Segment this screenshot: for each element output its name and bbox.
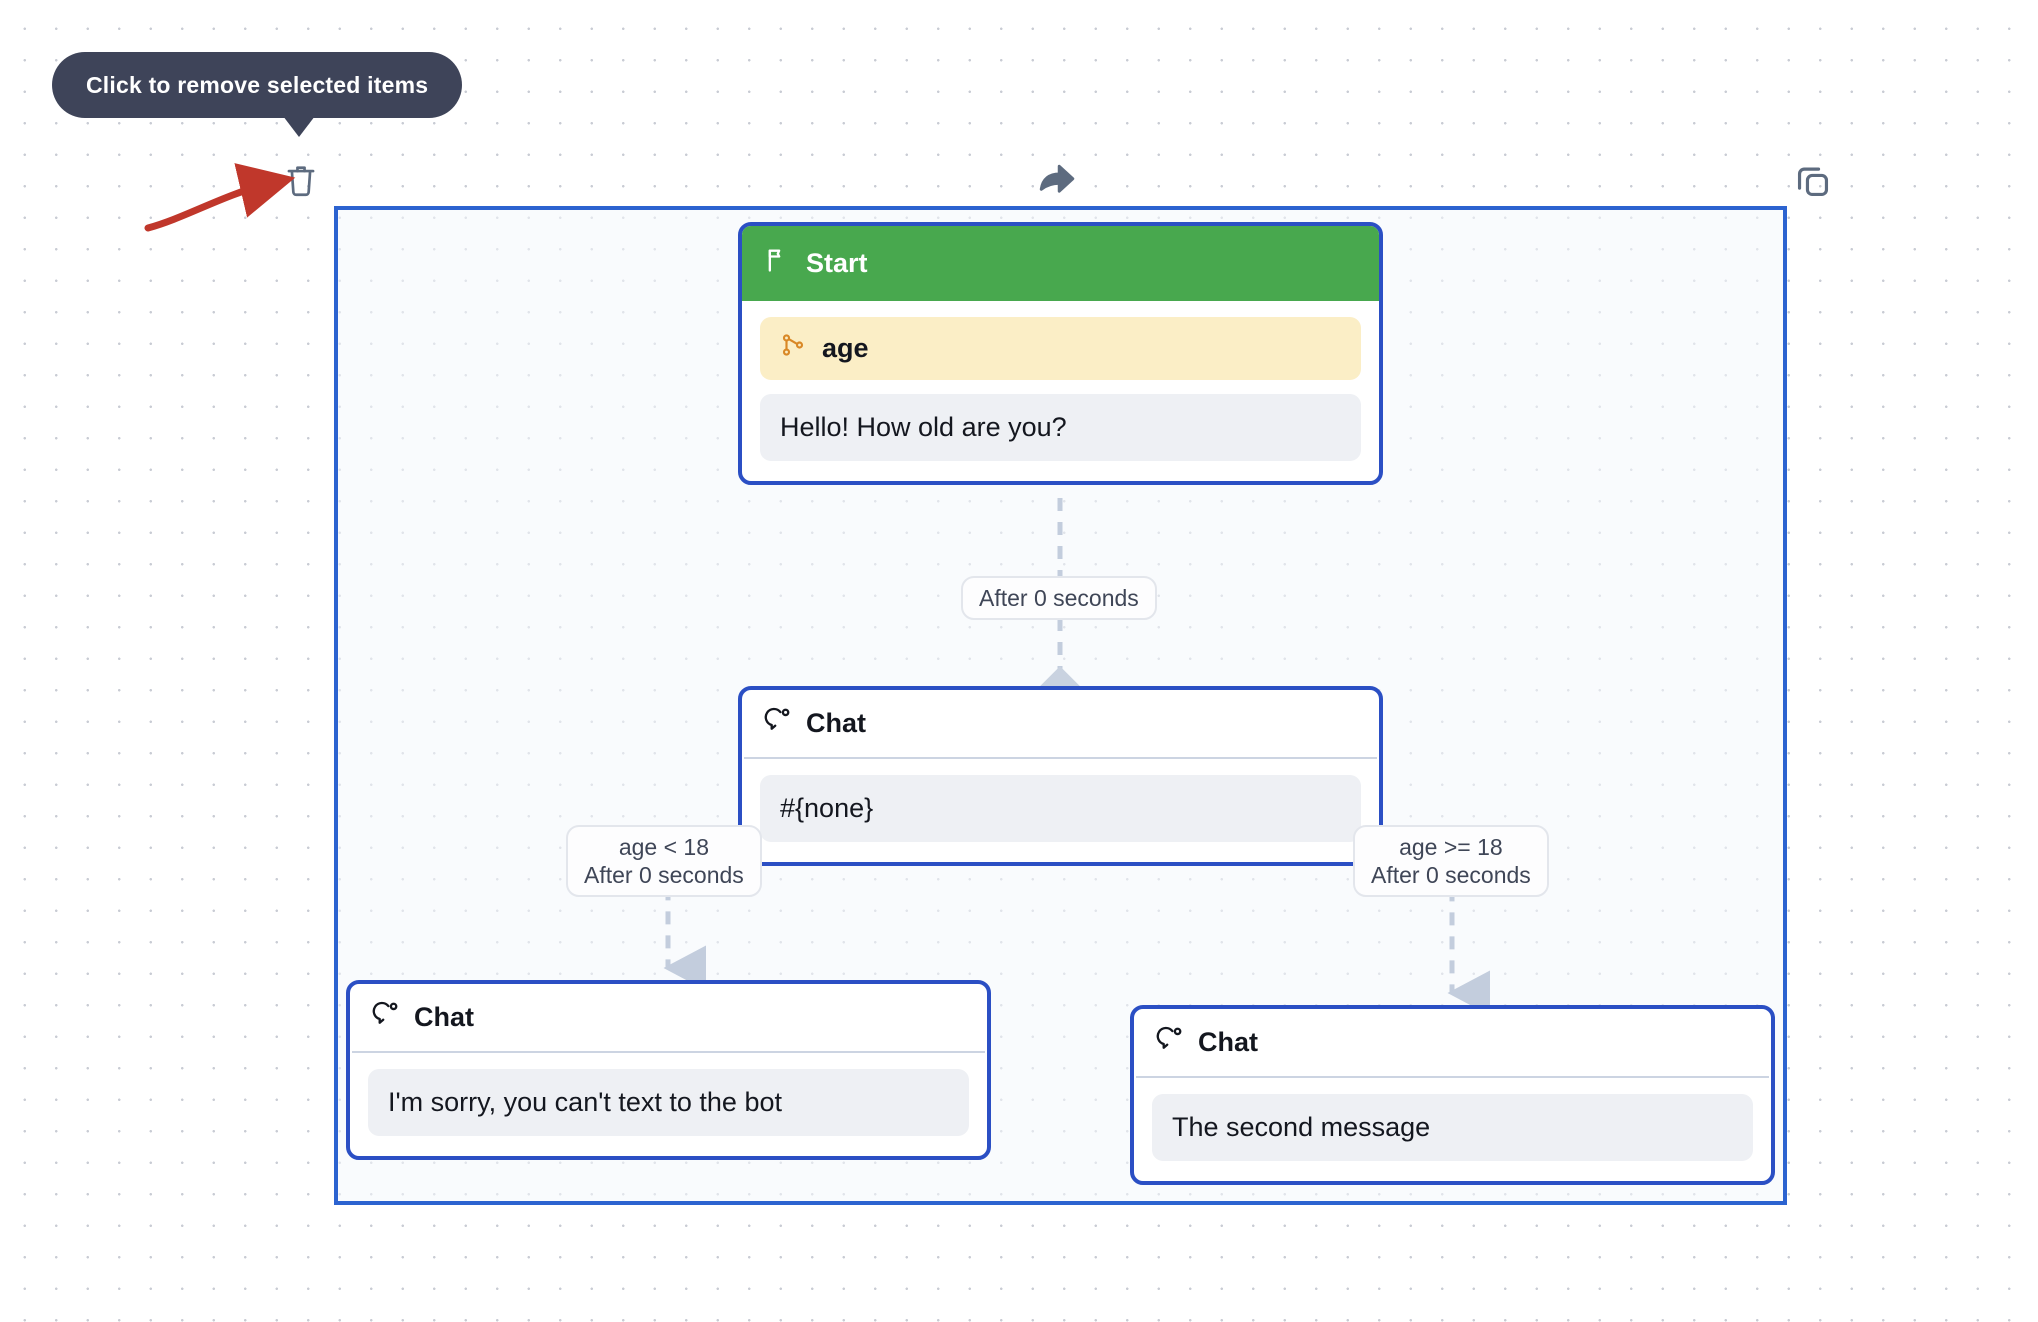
node-chat-left-title: Chat: [414, 1002, 474, 1032]
node-start-message[interactable]: Hello! How old are you?: [760, 394, 1361, 461]
chat-bubble-icon: [764, 706, 792, 741]
node-chat-main-title: Chat: [806, 708, 866, 738]
flag-icon: [764, 246, 792, 281]
edge-label-age-gte-18[interactable]: age >= 18 After 0 seconds: [1353, 825, 1549, 898]
node-chat-right[interactable]: Chat The second message: [1130, 1005, 1775, 1185]
share-icon: [1039, 164, 1075, 193]
branch-icon: [780, 332, 806, 365]
node-start[interactable]: Start age Hello! How old are you?: [738, 222, 1383, 485]
node-chat-left[interactable]: Chat I'm sorry, you can't text to the bo…: [346, 980, 991, 1160]
node-chat-right-header: Chat: [1134, 1009, 1771, 1076]
edge-label-age-lt-18[interactable]: age < 18 After 0 seconds: [566, 825, 762, 898]
node-chat-left-body: I'm sorry, you can't text to the bot: [350, 1053, 987, 1156]
node-chat-main-message[interactable]: #{none}: [760, 775, 1361, 842]
tooltip-arrow: [283, 116, 315, 137]
node-chat-left-message[interactable]: I'm sorry, you can't text to the bot: [368, 1069, 969, 1136]
edge-label-line1: After 0 seconds: [979, 585, 1139, 611]
node-start-header: Start: [742, 226, 1379, 301]
edge-label-line2: After 0 seconds: [584, 862, 744, 889]
node-divider: [1136, 1076, 1769, 1078]
variable-row-age[interactable]: age: [760, 317, 1361, 380]
edge-label-line1: age >= 18: [1399, 834, 1503, 860]
chat-bubble-icon: [1156, 1025, 1184, 1060]
share-button[interactable]: [1034, 155, 1080, 201]
chat-bubble-icon: [372, 1000, 400, 1035]
node-divider: [352, 1051, 985, 1053]
edge-label-line2: After 0 seconds: [1371, 862, 1531, 889]
duplicate-icon: [1797, 167, 1829, 197]
tooltip: Click to remove selected items: [52, 52, 463, 118]
node-chat-main-header: Chat: [742, 690, 1379, 757]
node-chat-main-body: #{none}: [742, 759, 1379, 862]
node-chat-right-message[interactable]: The second message: [1152, 1094, 1753, 1161]
node-start-title: Start: [806, 248, 868, 278]
pointer-arrow-icon: [144, 163, 296, 232]
node-start-body: age Hello! How old are you?: [742, 301, 1379, 481]
node-divider: [744, 757, 1377, 759]
node-chat-right-title: Chat: [1198, 1027, 1258, 1057]
node-chat-right-body: The second message: [1134, 1078, 1771, 1181]
edge-label-line1: age < 18: [618, 834, 709, 860]
node-chat-main[interactable]: Chat #{none}: [738, 686, 1383, 866]
edge-label-start-to-chat[interactable]: After 0 seconds: [961, 576, 1157, 621]
variable-name: age: [822, 333, 869, 363]
tooltip-text: Click to remove selected items: [86, 71, 429, 98]
duplicate-button[interactable]: [1790, 158, 1836, 204]
node-chat-left-header: Chat: [350, 984, 987, 1051]
